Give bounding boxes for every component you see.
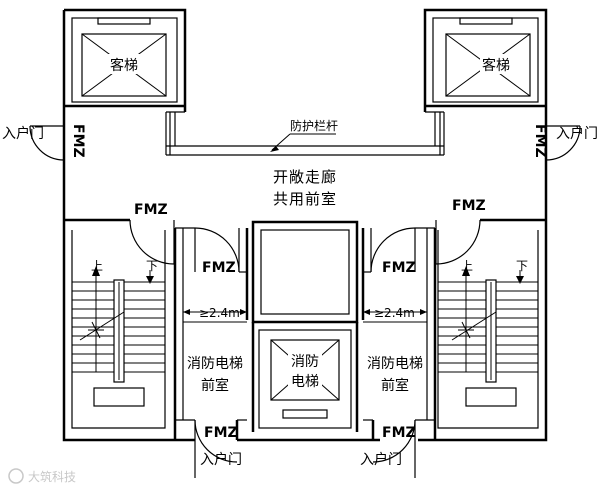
fire-door-label: FMZ [382,425,416,441]
corridor-label-line1: 开敞走廊 [273,168,337,186]
fire-door-label: FMZ [452,198,486,214]
guard-rail: 防护栏杆 [165,111,445,156]
passenger-elevator-left: 客梯 [64,17,185,108]
stair-left: FMZ 上 下 [64,202,175,407]
fire-door-label: FMZ [204,425,238,441]
fire-elevator-lobby-left: FMZ ≥2.4m 消防电梯 前室 FMZ 入户门 [173,227,249,478]
lobby-label-line2: 前室 [201,377,229,394]
watermark-text: 大筑科技 [28,469,76,484]
entry-door-label: 入户门 [360,451,402,468]
lobby-label-line1: 消防电梯 [187,356,243,372]
entry-door-right: FMZ 入户门 [532,118,598,162]
fire-door-label: FMZ [382,260,416,276]
stair-right: FMZ 上 下 [435,198,546,407]
passenger-elevator-label: 客梯 [110,57,138,74]
entry-door-label: 入户门 [200,451,242,468]
stair-up-label: 上 [461,259,473,273]
fire-door-label: FMZ [134,202,168,218]
entry-door-label: 入户门 [2,125,44,142]
entry-door-label: 入户门 [556,125,598,142]
lobby-label-line2: 前室 [381,377,409,394]
fire-door-label: FMZ [532,124,548,158]
lobby-width-label: ≥2.4m [374,306,415,320]
corridor-label-line2: 共用前室 [273,190,337,208]
stair-down-label: 下 [516,259,528,273]
watermark: 大筑科技 [8,468,76,484]
stair-down-label: 下 [146,259,158,273]
guard-rail-label: 防护栏杆 [290,118,338,133]
fire-elevator-label-line1: 消防 [291,354,319,370]
lobby-label-line1: 消防电梯 [367,356,423,372]
fire-elevator-lobby-right: FMZ ≥2.4m 消防电梯 前室 FMZ 入户门 [360,227,437,478]
outer-walls [62,8,548,442]
passenger-elevator-right: 客梯 [425,17,546,108]
passenger-elevator-label: 客梯 [482,57,510,74]
entry-door-left: FMZ 入户门 [2,118,86,162]
central-shaft [251,220,359,432]
fire-elevator-label-line2: 电梯 [291,374,319,390]
stair-up-label: 上 [91,259,103,273]
fire-door-label: FMZ [202,260,236,276]
fire-elevator: 消防 电梯 [258,329,352,429]
open-corridor: 开敞走廊 共用前室 [273,168,337,208]
lobby-width-label: ≥2.4m [199,306,240,320]
fire-door-label: FMZ [70,124,86,158]
